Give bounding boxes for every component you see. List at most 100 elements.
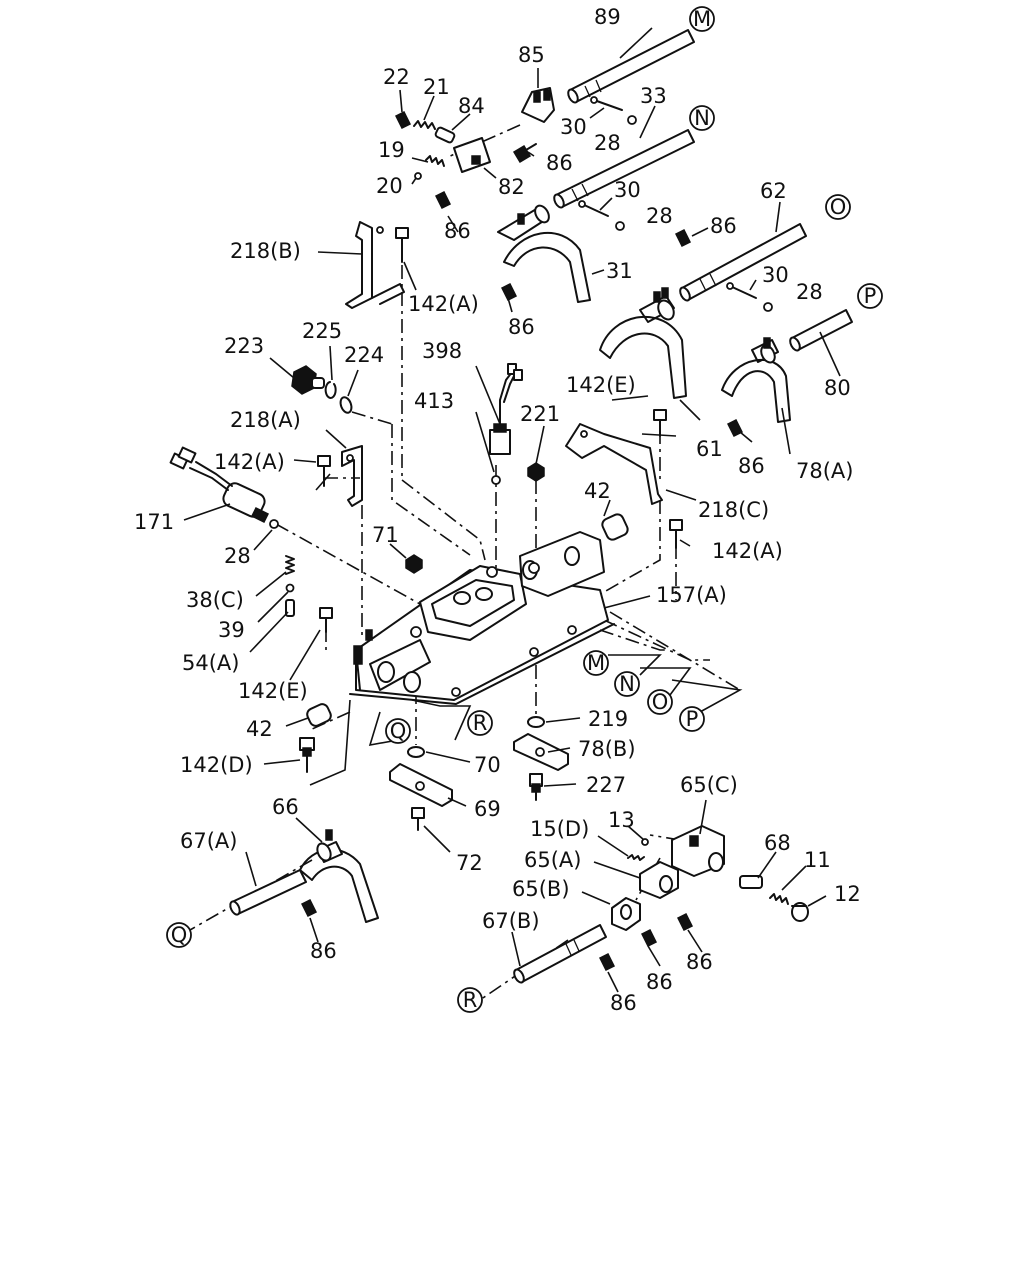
ref-marker-n2: N (614, 671, 640, 697)
bolt-142d (299, 737, 315, 773)
label-28b: 28 (646, 204, 673, 228)
arm-78b (513, 733, 569, 771)
shift-fork-78a (721, 337, 791, 423)
pin-68 (739, 875, 763, 889)
label-227: 227 (586, 773, 626, 797)
ball-28a (627, 115, 637, 125)
label-84: 84 (458, 94, 485, 118)
bolt-142e-top (653, 409, 667, 437)
label-86g: 86 (610, 991, 637, 1015)
sensor-171 (169, 446, 270, 524)
label-65b: 65(B) (512, 877, 570, 901)
label-171: 171 (134, 510, 174, 534)
label-11: 11 (804, 848, 831, 872)
nut-71 (405, 554, 423, 574)
label-86b: 86 (444, 219, 471, 243)
label-61: 61 (696, 437, 723, 461)
svg-text:Q: Q (171, 923, 188, 947)
shift-rail-80 (789, 309, 853, 352)
svg-text:O: O (830, 195, 847, 219)
label-31: 31 (606, 259, 633, 283)
shift-block-82 (453, 137, 491, 173)
label-225: 225 (302, 319, 342, 343)
label-39: 39 (218, 618, 245, 642)
shift-block-85 (521, 87, 555, 123)
svg-text:R: R (463, 988, 478, 1012)
ref-marker-o1: O (825, 194, 851, 220)
bracket-218b (345, 221, 405, 309)
ref-marker-o2: O (647, 689, 673, 715)
spring-15d (627, 854, 645, 861)
bolt-12 (791, 902, 809, 922)
label-86e: 86 (738, 454, 765, 478)
shift-fork-31 (497, 204, 591, 303)
label-30c: 30 (762, 263, 789, 287)
label-65c: 65(C) (680, 773, 738, 797)
label-70: 70 (474, 753, 501, 777)
svg-text:M: M (693, 7, 711, 31)
svg-text:P: P (864, 284, 877, 308)
set-screw-86a (512, 143, 537, 164)
reference-markers: M N O P M N O P Q R Q R (166, 6, 883, 1013)
spring-11 (769, 893, 789, 905)
label-224: 224 (344, 343, 384, 367)
label-68: 68 (764, 831, 791, 855)
label-221: 221 (520, 402, 560, 426)
ref-marker-r1: R (467, 710, 493, 736)
label-86a: 86 (546, 151, 573, 175)
set-screw-86e (726, 418, 744, 438)
label-65a: 65(A) (524, 848, 581, 872)
set-screw-86i (676, 912, 694, 932)
spring-38c (285, 555, 295, 575)
label-21: 21 (423, 75, 450, 99)
plug-22 (394, 110, 412, 130)
label-78b: 78(B) (578, 737, 636, 761)
arm-69 (389, 763, 453, 807)
shift-block-65c (671, 825, 725, 877)
bolt-142a-right (669, 519, 683, 549)
part-labels: 89 85 22 21 84 30 33 28 19 86 20 82 30 8… (134, 5, 861, 1015)
ball-28d (269, 519, 279, 529)
shift-forks (299, 87, 791, 931)
label-223: 223 (224, 334, 264, 358)
svg-text:O: O (652, 690, 669, 714)
washer-219 (527, 716, 545, 728)
svg-text:P: P (686, 707, 699, 731)
label-78a: 78(A) (796, 459, 853, 483)
set-screw-86d (500, 282, 518, 302)
label-12: 12 (834, 882, 861, 906)
shift-block-65a (639, 861, 679, 899)
shift-rail-89 (567, 29, 695, 104)
label-62: 62 (760, 179, 787, 203)
svg-text:Q: Q (390, 719, 407, 743)
bolts (299, 110, 809, 972)
label-82: 82 (498, 175, 525, 199)
svg-text:R: R (473, 711, 488, 735)
ref-marker-p2: P (679, 706, 705, 732)
label-89: 89 (594, 5, 621, 29)
shift-housing-157a (306, 513, 629, 727)
ref-marker-p1: P (857, 283, 883, 309)
label-28c: 28 (796, 280, 823, 304)
set-screw-86b (434, 190, 452, 210)
label-67a: 67(A) (180, 829, 237, 853)
label-86d: 86 (508, 315, 535, 339)
label-22: 22 (383, 65, 410, 89)
shift-rail-62 (679, 223, 807, 302)
label-86i: 86 (686, 950, 713, 974)
switches (169, 363, 523, 524)
plug-42-top (601, 513, 629, 541)
snap-ring-225 (324, 381, 337, 399)
label-28a: 28 (594, 131, 621, 155)
label-42a: 42 (584, 479, 611, 503)
set-screw-86g (598, 952, 616, 972)
shift-rail-67a (229, 869, 307, 916)
label-218c: 218(C) (698, 498, 769, 522)
ref-marker-m1: M (689, 6, 715, 32)
label-86c: 86 (710, 214, 737, 238)
svg-text:N: N (694, 106, 710, 130)
plug-42-bottom (306, 703, 332, 727)
shift-rail-33 (553, 129, 695, 209)
label-30b: 30 (614, 178, 641, 202)
switch-223 (291, 365, 325, 395)
